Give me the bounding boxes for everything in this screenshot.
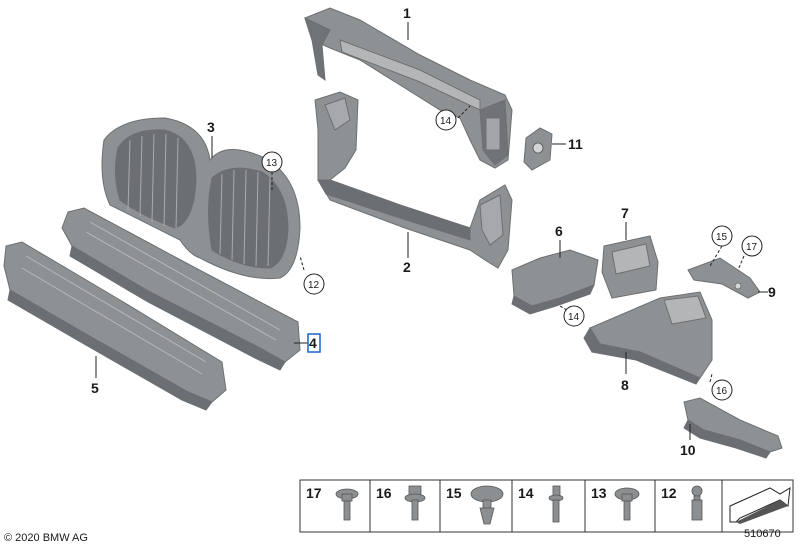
- callout-label-17: 17: [746, 242, 758, 253]
- part-label-11: 11: [568, 136, 583, 152]
- hardware-label-17: 17: [306, 485, 322, 501]
- part-10-bracket-lower: [683, 397, 783, 459]
- part-label-4: 4: [309, 335, 317, 351]
- part-1-carrier-upper: [304, 7, 513, 169]
- part-9-bracket: [687, 257, 761, 299]
- hardware-label-13: 13: [591, 485, 607, 501]
- callout-label-16: 16: [716, 386, 728, 397]
- part-4-air-deflector: [61, 207, 301, 371]
- hardware-15-clip: [470, 485, 504, 525]
- hardware-16-screw: [404, 485, 426, 521]
- callout-label-14-upper: 14: [440, 116, 452, 127]
- callout-circle-14: [435, 109, 457, 131]
- part-label-6: 6: [555, 223, 563, 239]
- part-label-1: 1: [403, 5, 411, 21]
- part-label-9: 9: [768, 284, 776, 300]
- part-6-air-guide: [511, 249, 599, 315]
- part-label-3: 3: [207, 119, 215, 135]
- part-7-air-duct: [601, 235, 659, 299]
- hardware-13-screw: [614, 487, 640, 521]
- callout-label-13: 13: [266, 158, 278, 169]
- hardware-14-stud: [548, 485, 564, 523]
- drawing-number: 510670: [744, 528, 781, 540]
- highlight-box-4: [307, 333, 321, 353]
- part-2-carrier-lower: [314, 91, 513, 269]
- part-3-kidney-grille: [101, 117, 301, 280]
- part-11-bracket: [523, 127, 553, 171]
- part-8-air-duct-large: [583, 291, 713, 385]
- hardware-label-12: 12: [661, 485, 677, 501]
- part-label-8: 8: [621, 377, 629, 393]
- part-5-air-deflector-lower: [3, 241, 227, 411]
- hardware-label-16: 16: [376, 485, 392, 501]
- hardware-label-15: 15: [446, 485, 462, 501]
- hardware-12-rivet: [691, 485, 703, 521]
- part-label-10: 10: [680, 442, 696, 458]
- hardware-strip: 17 16 15 14 13 12: [299, 479, 794, 533]
- callout-label-15: 15: [716, 232, 728, 243]
- callout-label-14-lower: 14: [568, 312, 580, 323]
- hardware-17-screw: [335, 488, 359, 521]
- callout-label-12: 12: [308, 280, 320, 291]
- part-label-2: 2: [403, 259, 411, 275]
- part-label-7: 7: [621, 205, 629, 221]
- copyright-notice: © 2020 BMW AG: [4, 532, 88, 544]
- hardware-label-14: 14: [518, 485, 534, 501]
- direction-arrow-icon: [729, 487, 791, 524]
- part-label-5: 5: [91, 380, 99, 396]
